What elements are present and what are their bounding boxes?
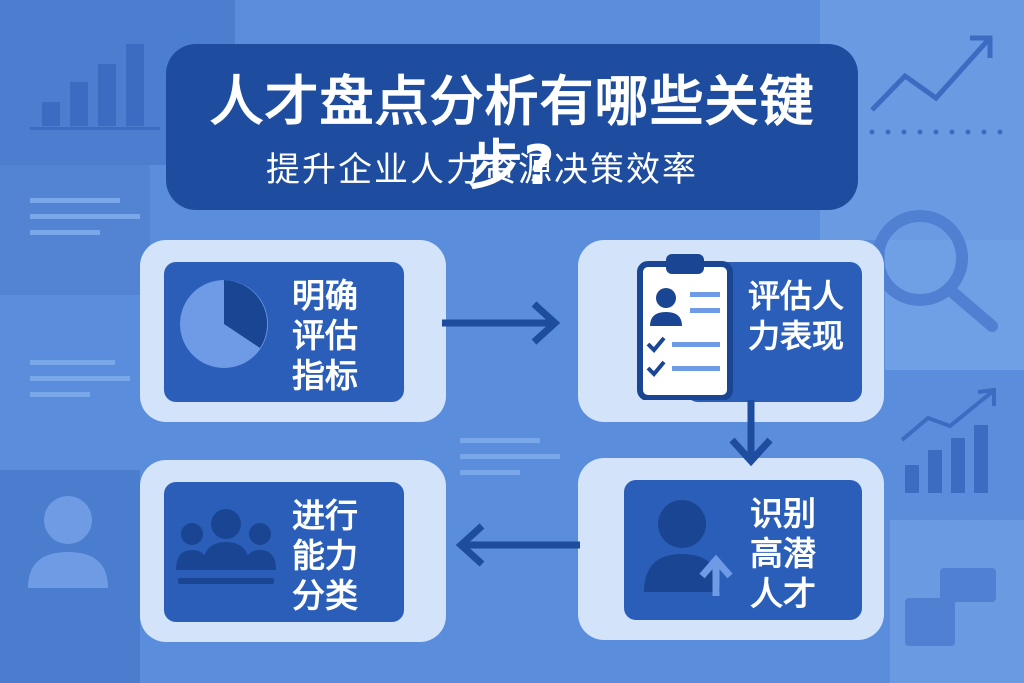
step-card-classify-ability: 进行 能力 分类 [140, 460, 446, 642]
growth-line [900, 387, 996, 442]
step-label: 识别 高潜 人才 [750, 494, 816, 613]
growth-chart-icon [905, 425, 988, 493]
step-label: 明确 评估 指标 [292, 276, 358, 395]
arrow-down-icon [729, 400, 773, 466]
title: 人才盘点分析有哪些关键步? [209, 70, 815, 197]
step-label: 进行 能力 分类 [292, 496, 358, 615]
step-card-identify-potential: 识别 高潜 人才 [578, 458, 884, 640]
pie-chart-icon [180, 280, 268, 368]
person-growth-icon [644, 500, 733, 596]
team-icon [176, 509, 276, 584]
bar-chart-icon [30, 44, 160, 130]
blocks-decoration [905, 568, 996, 646]
step-card-inner [624, 480, 862, 620]
title-banner: 人才盘点分析有哪些关键步? 提升企业人力资源决策效率 [166, 44, 858, 210]
arrow-right-icon [442, 301, 561, 345]
trend-arrow-icon [870, 35, 993, 112]
text-lines-decoration [30, 198, 560, 475]
subtitle: 提升企业人力资源决策效率 [266, 150, 698, 190]
step-card-inner [164, 482, 404, 622]
bg-panel-right [885, 240, 1024, 370]
clipboard-checklist-icon [637, 254, 733, 400]
step-card-define-metrics: 明确 评估 指标 [140, 240, 446, 422]
user-silhouette-decoration [28, 496, 108, 588]
step-card-evaluate-performance: 评估人 力表现 [578, 240, 884, 422]
step-label: 评估人 力表现 [748, 277, 845, 355]
dotted-line-decoration [869, 129, 1003, 135]
arrow-left-icon [455, 523, 580, 567]
